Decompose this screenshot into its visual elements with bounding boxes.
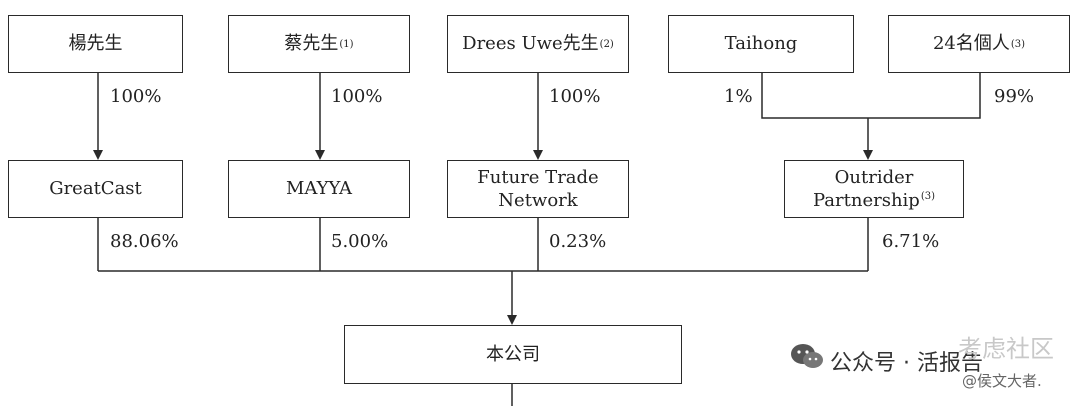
- entity-company-label: 本公司: [486, 343, 540, 365]
- entity-24-individuals-label: 24名個人: [932, 33, 1010, 55]
- watermark-left-text: 公众号 · 活报告: [830, 351, 983, 376]
- entity-company: 本公司: [344, 325, 682, 384]
- entity-cai-note: (1): [339, 38, 354, 50]
- entity-cai: 蔡先生(1): [228, 15, 410, 73]
- entity-taihong: Taihong: [668, 15, 854, 73]
- pct-taihong-outrider: 1%: [724, 86, 753, 107]
- pct-greatcast-company: 88.06%: [110, 231, 179, 252]
- pct-cai-mayya: 100%: [331, 86, 383, 107]
- pct-yang-greatcast: 100%: [110, 86, 162, 107]
- entity-drees-label: Drees Uwe先生: [462, 33, 599, 55]
- entity-cai-label: 蔡先生: [284, 33, 339, 55]
- pct-24-outrider: 99%: [994, 86, 1035, 107]
- entity-yang: 楊先生: [8, 15, 183, 73]
- entity-24-individuals: 24名個人(3): [888, 15, 1070, 73]
- entity-outrider-line2: Partnership: [812, 190, 920, 211]
- entity-drees-note: (2): [599, 38, 614, 50]
- connector-taihong-p24: [761, 73, 981, 119]
- entity-yang-label: 楊先生: [68, 33, 123, 55]
- entity-outrider-partnership: Outrider Partnership(3): [784, 160, 964, 218]
- pct-drees-ftn: 100%: [549, 86, 601, 107]
- watermark-right-text: 考虑社区: [958, 335, 1054, 363]
- entity-mayya-label: MAYYA: [285, 178, 353, 200]
- pct-mayya-company: 5.00%: [331, 231, 389, 252]
- entity-taihong-label: Taihong: [724, 33, 798, 55]
- wechat-icon: [790, 343, 824, 371]
- entity-greatcast: GreatCast: [8, 160, 183, 218]
- entity-mayya: MAYYA: [228, 160, 410, 218]
- entity-ftn-line2: Network: [498, 190, 578, 211]
- entity-outrider-note: (3): [920, 191, 935, 202]
- entity-ftn-line1: Future Trade: [477, 166, 599, 188]
- pct-ftn-company: 0.23%: [549, 231, 607, 252]
- pct-outrider-company: 6.71%: [882, 231, 940, 252]
- entity-drees: Drees Uwe先生(2): [447, 15, 629, 73]
- entity-greatcast-label: GreatCast: [49, 178, 142, 200]
- watermark: 公众号 · 活报告 考虑社区 @侯文大者.: [790, 333, 1075, 403]
- entity-24-individuals-note: (3): [1010, 38, 1026, 50]
- entity-future-trade-network: Future Trade Network: [447, 160, 629, 218]
- entity-outrider-line1: Outrider: [834, 166, 914, 188]
- watermark-right-sub: @侯文大者.: [962, 372, 1042, 390]
